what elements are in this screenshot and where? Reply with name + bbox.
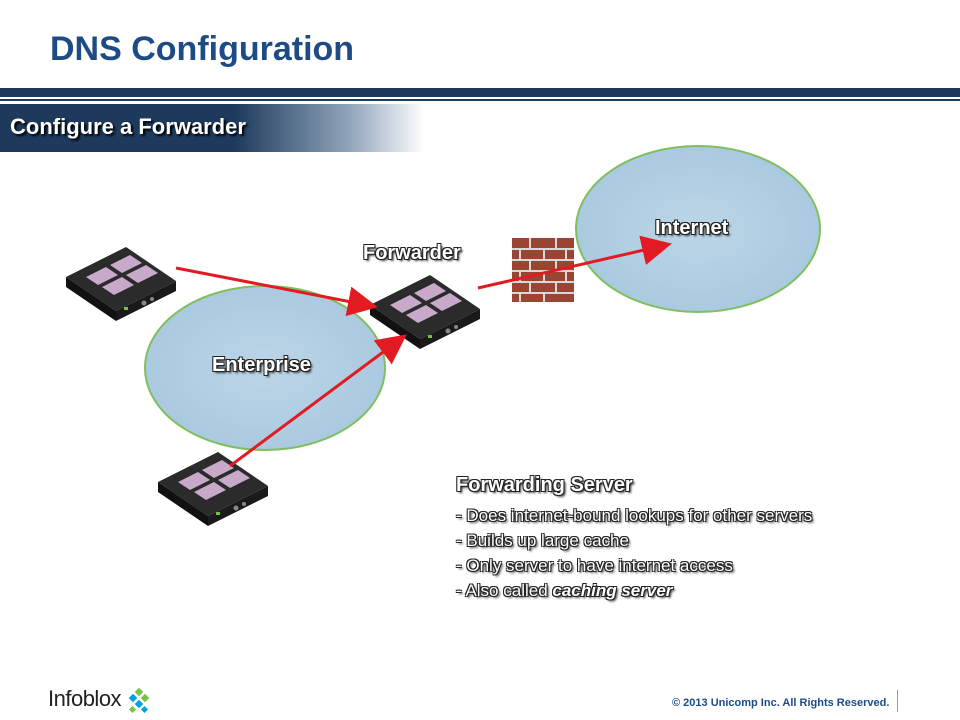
arrow-icon-left-to-forwarder bbox=[175, 266, 378, 317]
arrow-icon-forwarder-to-internet bbox=[477, 235, 672, 290]
header-rule-thin bbox=[0, 99, 960, 101]
info-bullet-1: - Does internet-bound lookups for other … bbox=[456, 506, 813, 525]
info-heading: Forwarding Server bbox=[456, 474, 633, 496]
arrow-icon-bottom-to-forwarder bbox=[229, 334, 407, 468]
appliance-icon-left bbox=[66, 247, 176, 321]
internet-label: Internet bbox=[655, 217, 729, 239]
brand-logo-text: Infoblox bbox=[48, 686, 122, 711]
info-bullet-2: - Builds up large cache bbox=[456, 531, 629, 550]
section-banner bbox=[0, 104, 425, 152]
footer-divider bbox=[897, 690, 898, 712]
slide-title: DNS Configuration bbox=[50, 30, 355, 68]
header-rule bbox=[0, 88, 960, 97]
internet-cloud bbox=[575, 145, 821, 313]
info-bullet-4: - Also called caching server bbox=[456, 578, 812, 603]
info-text-block: Forwarding Server - Does internet-bound … bbox=[456, 474, 812, 603]
copyright-text: © 2013 Unicomp Inc. All Rights Reserved. bbox=[672, 697, 890, 709]
info-bullet-4-emphasis: caching server bbox=[552, 581, 673, 600]
appliance-icon-bottom bbox=[158, 452, 268, 526]
brand-logo-icon bbox=[128, 688, 150, 714]
firewall-icon bbox=[512, 238, 574, 302]
forwarder-label: Forwarder bbox=[363, 242, 461, 264]
enterprise-label: Enterprise bbox=[212, 354, 311, 376]
info-bullet-4-prefix: - Also called bbox=[456, 581, 553, 600]
appliance-icon-forwarder bbox=[370, 275, 480, 349]
info-bullet-3: - Only server to have internet access bbox=[456, 556, 733, 575]
section-title: Configure a Forwarder bbox=[10, 114, 246, 139]
